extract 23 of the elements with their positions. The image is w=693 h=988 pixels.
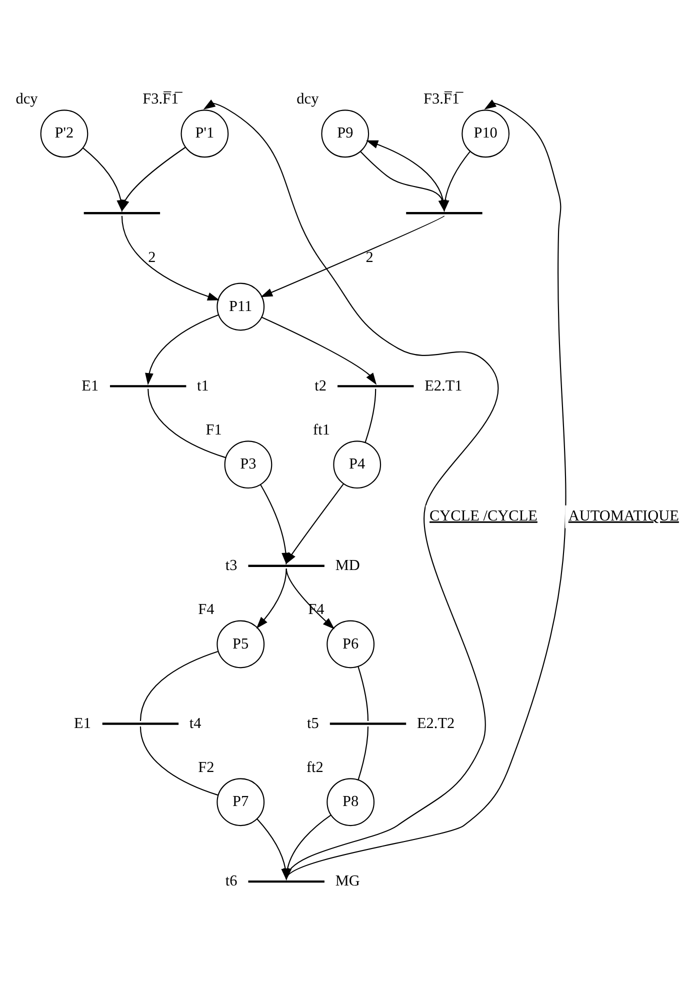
node-label: t6 [225,872,238,890]
node-label: F4 [198,600,214,618]
node-label: dcy [16,90,38,108]
edge-label: CYCLE /CYCLE [430,507,538,524]
node-label: t1 [197,377,209,394]
node-label: t2 [314,377,327,394]
node-label: dcy [296,90,319,108]
node-label: E1 [74,714,91,732]
node-label: t5 [307,714,319,732]
edge-label: 2 [148,248,156,266]
node-label: MD [335,556,360,574]
node-label: E1 [82,377,99,394]
node-label: ft2 [306,758,324,776]
node-label: E2.T2 [416,714,455,732]
node-label: t4 [189,714,202,732]
node-label: E2.T1 [424,377,462,394]
node-label: F1 [206,421,222,438]
edge-label: AUTOMATIQUE [568,507,679,524]
node-label: ft1 [313,421,330,438]
node-label: F2 [198,758,214,776]
edge-label: 2 [366,248,374,266]
node-label: t3 [225,556,238,574]
node-label: MG [335,872,360,890]
